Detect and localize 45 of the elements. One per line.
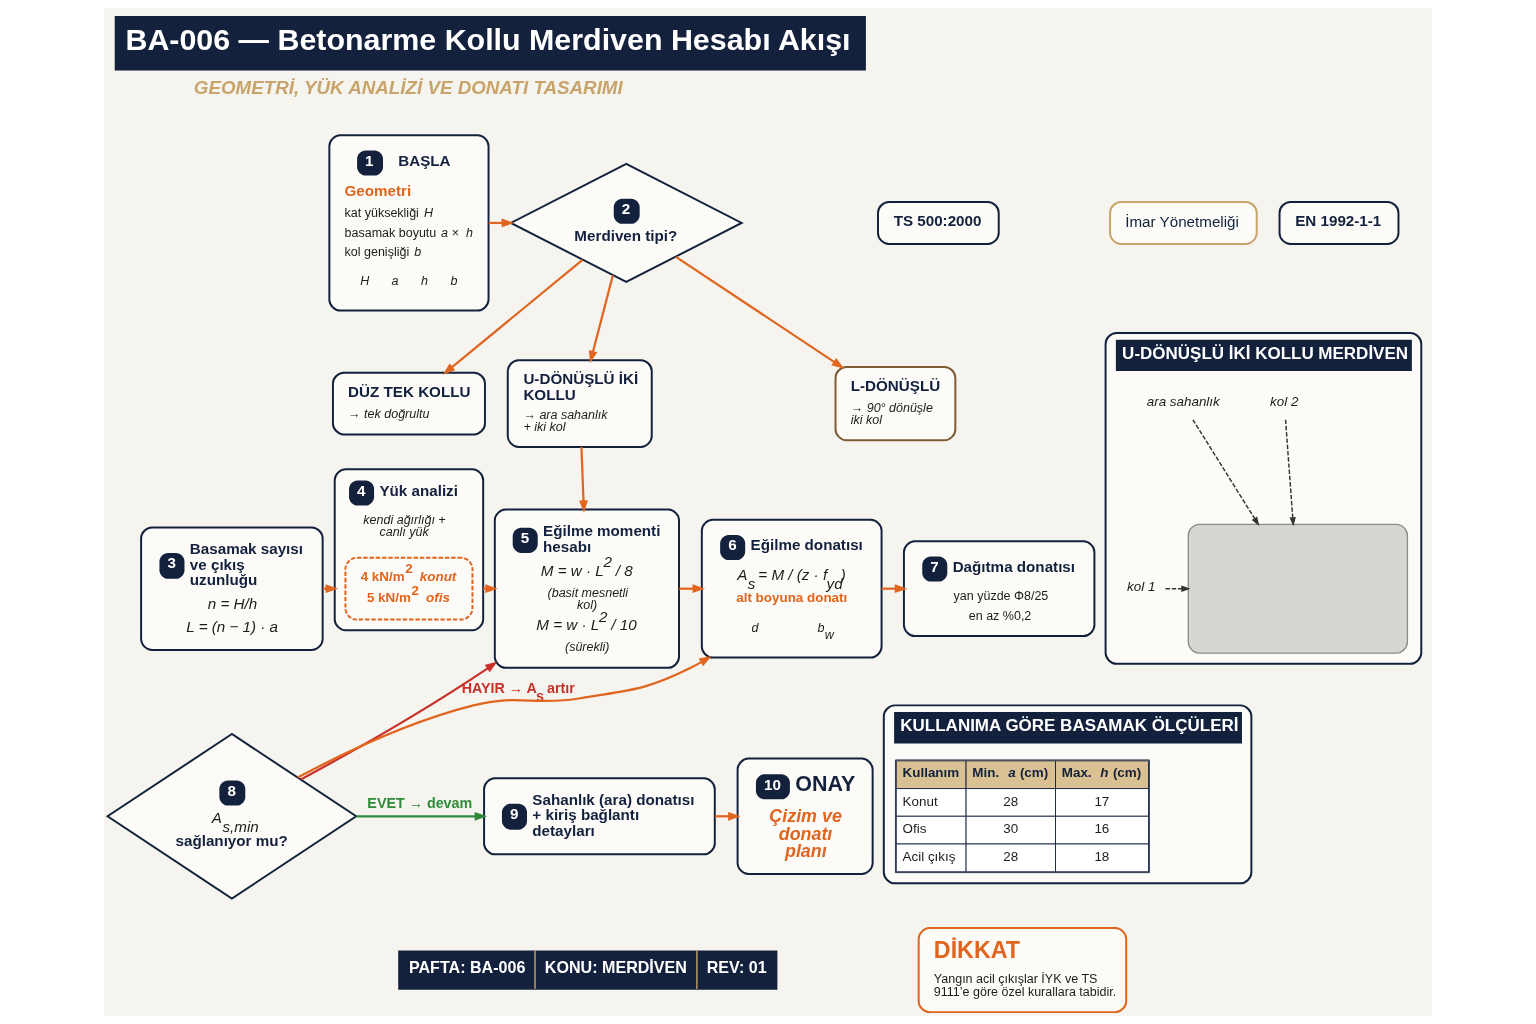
edge-label: EVET → devam — [367, 795, 473, 812]
label: 18 — [1094, 848, 1110, 864]
node-box: İmar Yönetmeliği — [1109, 200, 1258, 245]
arrow — [1284, 419, 1296, 527]
label: Max. h (cm) — [1061, 764, 1142, 780]
label: 28 — [1003, 793, 1019, 809]
diagram-title: BA-006 — Betonarme Kollu Merdiven Hesabı Akışı — [125, 22, 851, 57]
node-box: 3 Basamak sayısı ve çıkış uzunluğu n = H/h L = (n − 1) · a — [140, 526, 324, 651]
label: PAFTA: BA-006 — [408, 958, 526, 977]
node-box: DİKKAT Yangın acil çıkışlar İYK ve TS 9111’e göre özel kurallara tabidir. — [917, 927, 1128, 1014]
label: Konut — [902, 793, 938, 809]
arrow — [1164, 585, 1191, 592]
node-box: 10 ONAY Çizim ve donatı planı — [736, 757, 874, 875]
label: REV: 01 — [706, 958, 767, 977]
arrow — [1192, 419, 1260, 526]
arrow — [356, 811, 488, 821]
node-box: L-DÖNÜŞLÜ → 90° dönüşle iki kol — [834, 365, 957, 442]
label: GEOMETRİ, YÜK ANALİZİ VE DONATI TASARIMI — [193, 76, 623, 98]
label: Min. a (cm) — [972, 764, 1049, 780]
node-box: 1 BAŞLA Geometri kat yüksekliği H basamak boyutu a × h kol genişliği b H a h b — [328, 134, 490, 312]
arrow — [588, 275, 614, 364]
arrow — [675, 255, 845, 369]
arrow — [579, 446, 588, 513]
label: Acil çıkış — [902, 848, 956, 864]
node-box: DÜZ TEK KOLLU → tek doğrultu — [331, 371, 486, 436]
node-text: kol 1 — [1127, 579, 1156, 595]
node-box: 7 Dağıtma donatısı yan yüzde Φ8/25 en az %0,2 — [902, 540, 1096, 638]
label: 28 — [1003, 848, 1019, 864]
node-box: EN 1992-1-1 — [1278, 200, 1400, 245]
node-text: kol 2 — [1270, 394, 1299, 410]
node-text: ara sahanlık — [1146, 394, 1220, 410]
arrow — [300, 661, 498, 781]
node-box: U-DÖNÜŞLÜ İKİ KOLLU → ara sahanlık + iki kol — [506, 359, 653, 448]
node-box — [1187, 523, 1409, 654]
label: 30 — [1003, 821, 1019, 837]
label: Ofis — [902, 821, 927, 837]
arrow — [297, 655, 712, 779]
node-box: 9 Sahanlık (ara) donatısı + kiriş bağlantı detayları — [483, 777, 716, 856]
label: KONU: MERDİVEN — [544, 958, 687, 977]
label: 16 — [1094, 821, 1110, 837]
arrow — [442, 258, 584, 375]
node-box: TS 500:2000 — [877, 200, 1000, 245]
label: 17 — [1094, 793, 1110, 809]
arrow — [679, 584, 706, 594]
label: Kullanım — [902, 764, 960, 780]
